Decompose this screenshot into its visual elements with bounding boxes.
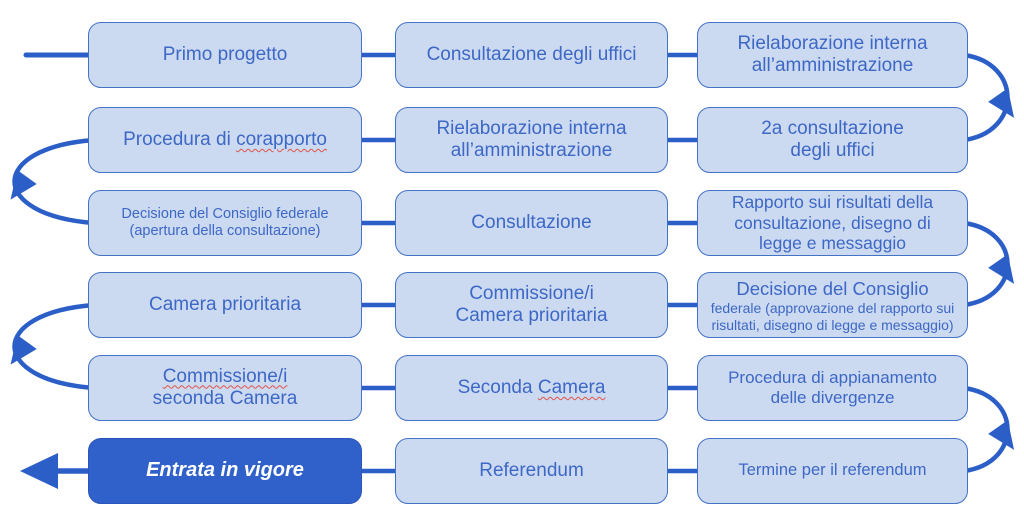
step-label-line: seconda Camera <box>152 388 298 409</box>
step-label-line: Commissione/i <box>469 282 594 304</box>
step-label: Primo progetto <box>162 43 288 65</box>
step-label: Termine per il referendum <box>738 461 927 480</box>
step-2a-consultazione-uffici: 2a consultazione degli uffici <box>697 107 968 173</box>
step-commissione-camera-prioritaria: Commissione/i Camera prioritaria <box>395 272 668 338</box>
step-label-line: all’amministrazione <box>450 140 613 161</box>
step-label-line: degli uffici <box>790 140 875 161</box>
arrowhead-left-1 <box>10 169 37 200</box>
step-label: Consultazione degli uffici <box>426 43 637 65</box>
label-text-misspelled: corapporto <box>236 128 327 150</box>
step-procedura-corapporto: Procedura di corapporto <box>88 107 362 173</box>
step-commissione-seconda-camera: Commissione/i seconda Camera <box>88 355 362 421</box>
step-rielaborazione-interna-1: Rielaborazione interna all’amministrazio… <box>697 22 968 88</box>
step-label-line: consultazione, disegno di <box>734 212 931 233</box>
step-seconda-camera: Seconda Camera <box>395 355 668 421</box>
step-rielaborazione-interna-2: Rielaborazione interna all’amministrazio… <box>395 107 668 173</box>
step-decisione-cf-approvazione: Decisione del Consiglio federale (approv… <box>697 272 968 338</box>
step-camera-prioritaria: Camera prioritaria <box>88 272 362 338</box>
step-label-line: all’amministrazione <box>751 55 914 76</box>
arrowhead-right-1 <box>988 88 1015 118</box>
step-label-line: Rielaborazione interna <box>436 117 627 139</box>
step-referendum: Referendum <box>395 438 668 504</box>
step-label-line: Procedura di appianamento <box>728 367 937 387</box>
step-label-line: Camera prioritaria <box>455 305 608 326</box>
step-label-line: Decisione del Consiglio <box>736 277 929 299</box>
step-label-line: legge e messaggio <box>759 233 906 254</box>
step-procedura-appianamento: Procedura di appianamento delle divergen… <box>697 355 968 421</box>
step-entrata-in-vigore: Entrata in vigore <box>88 438 362 504</box>
step-consultazione-uffici: Consultazione degli uffici <box>395 22 668 88</box>
step-label: Consultazione <box>471 211 592 233</box>
step-label: Camera prioritaria <box>148 293 302 315</box>
step-label: Seconda Camera <box>458 377 606 399</box>
arrowhead-right-3 <box>988 420 1015 450</box>
label-text-misspelled: Commissione/i <box>162 365 288 387</box>
label-text: Procedura di <box>123 128 237 150</box>
label-text: Seconda <box>457 376 538 398</box>
step-label-line: Decisione del Consiglio federale <box>121 205 329 222</box>
step-primo-progetto: Primo progetto <box>88 22 362 88</box>
step-label: Procedura di corapporto <box>123 129 327 151</box>
step-rapporto-risultati: Rapporto sui risultati della consultazio… <box>697 190 968 256</box>
arrowhead-left-2 <box>10 334 37 365</box>
step-label-line: Rapporto sui risultati della <box>731 192 934 213</box>
step-label-line: delle divergenze <box>770 388 895 407</box>
step-label-line: federale (approvazione del rapporto sui <box>710 299 955 316</box>
arrowhead-right-2 <box>988 254 1015 284</box>
step-termine-referendum: Termine per il referendum <box>697 438 968 504</box>
step-label-line: Commissione/i <box>163 366 288 388</box>
step-label: Entrata in vigore <box>146 459 304 482</box>
step-decisione-cf-apertura: Decisione del Consiglio federale (apertu… <box>88 190 362 256</box>
step-label-line: risultati, disegno di legge e messaggio) <box>711 316 954 333</box>
step-label-line: (apertura della consultazione) <box>129 223 321 239</box>
step-label-line: 2a consultazione <box>761 117 904 139</box>
exit-arrowhead <box>20 453 58 489</box>
step-consultazione: Consultazione <box>395 190 668 256</box>
step-label-line: Rielaborazione interna <box>737 32 928 54</box>
step-label: Referendum <box>479 459 584 481</box>
label-text-misspelled: Camera <box>537 376 606 398</box>
